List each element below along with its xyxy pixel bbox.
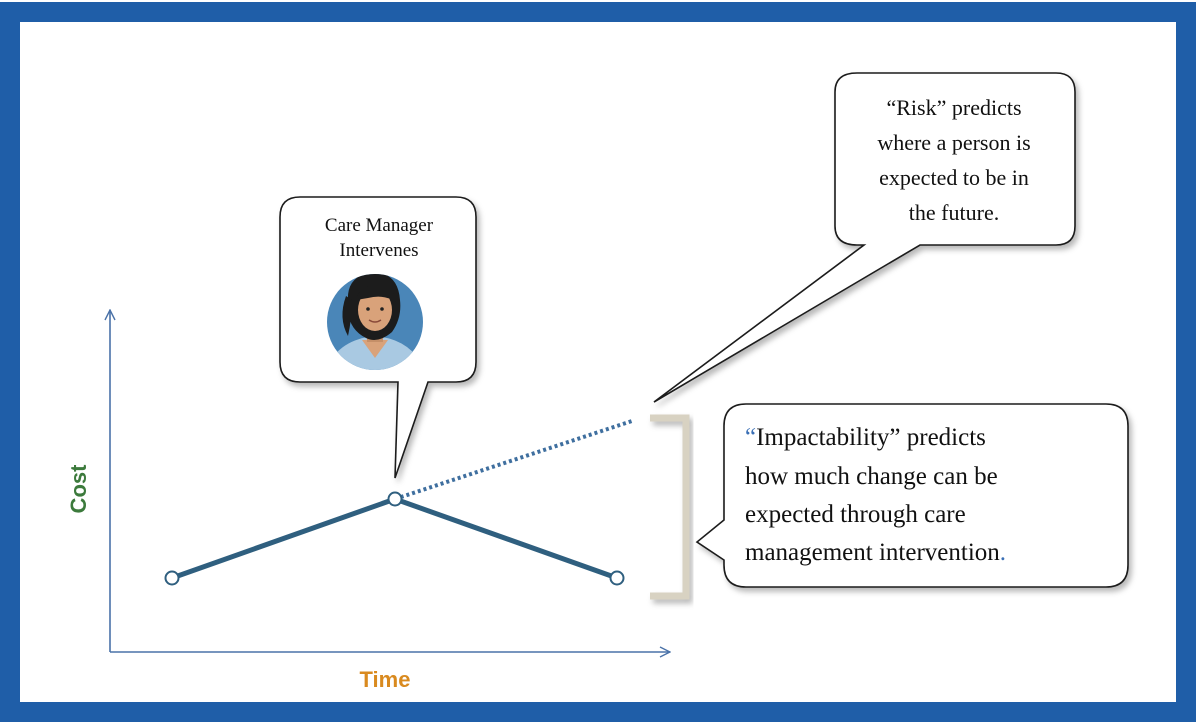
risk-text-line3: expected to be in: [879, 165, 1029, 190]
impactability-line4-text: management intervention: [745, 539, 1000, 566]
impactability-text-line4: management intervention.: [745, 539, 1006, 566]
impactability-callout: [695, 403, 1129, 588]
y-axis-label: Cost: [66, 464, 91, 514]
risk-text-line1: “Risk” predicts: [886, 95, 1021, 120]
trend-point-intervention: [387, 491, 403, 507]
impactability-text-line2: how much change can be: [745, 463, 998, 490]
impactability-end-period: .: [1000, 539, 1006, 566]
trend-point-start: [164, 570, 180, 586]
trend-line-rising: [169, 496, 398, 581]
impactability-open-quote: “: [745, 424, 756, 451]
risk-text-line4: the future.: [909, 200, 999, 225]
risk-callout: [653, 72, 1076, 403]
impactability-text-line3: expected through care: [745, 501, 966, 528]
trend-point-end: [609, 570, 625, 586]
impactability-line1-rest: Impactability” predicts: [756, 424, 986, 451]
impact-bracket: [650, 414, 690, 600]
x-axis-label: Time: [360, 667, 411, 692]
care-manager-label-line2: Intervenes: [339, 240, 418, 261]
risk-projection-line: [394, 419, 633, 501]
risk-text-line2: where a person is: [877, 130, 1030, 155]
care-manager-label-line1: Care Manager: [325, 215, 434, 236]
impactability-text-line1: “Impactability” predicts: [745, 424, 986, 451]
trend-line-falling: [392, 496, 620, 581]
